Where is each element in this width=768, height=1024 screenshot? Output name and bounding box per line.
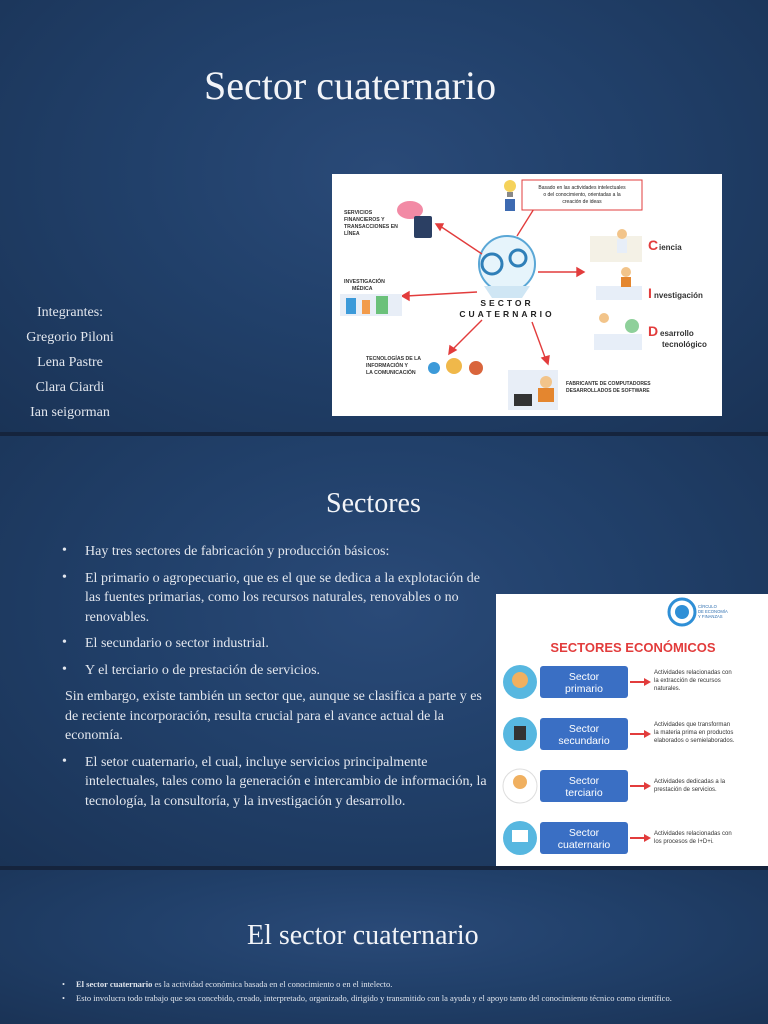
center-label-1: SECTOR	[480, 298, 533, 308]
sectores-bullets: Hay tres sectores de fabricación y produ…	[60, 541, 492, 818]
bottom-right-label: FABRICANTE DE COMPUTADORES	[566, 381, 651, 387]
sectores-economicos-image: CÍRCULO DE ECONOMÍA Y FINANZAS SECTORES …	[496, 594, 768, 866]
slide-2-title: Sectores	[326, 488, 421, 519]
sector-desc: Actividades relacionadas con	[654, 670, 732, 676]
sector-desc: la extracción de recursos	[654, 678, 721, 684]
left-label: LA COMUNICACIÓN	[366, 368, 416, 376]
cid-letter: C	[648, 237, 658, 253]
sector-desc: prestación de servicios.	[654, 787, 717, 793]
left-label: SERVICIOS	[344, 210, 373, 216]
bottom-right-label: DESARROLLADOS DE SOFTWARE	[566, 388, 650, 394]
bullet-item: Hay tres sectores de fabricación y produ…	[60, 541, 492, 562]
sector-row-cuaternario: Sector cuaternario Actividades relaciona…	[503, 821, 732, 855]
sector-label: Sector	[569, 775, 600, 787]
cid-letter: D	[648, 323, 658, 339]
medical-research-icon	[340, 294, 402, 316]
cid-letter: I	[648, 285, 652, 301]
left-label: INFORMACIÓN Y	[366, 361, 409, 369]
bullet-item: El setor cuaternario, el cual, incluye s…	[60, 752, 492, 812]
sector-label: terciario	[565, 787, 603, 799]
sectores-heading: SECTORES ECONÓMICOS	[550, 640, 716, 655]
top-box-line: creación de ideas	[562, 199, 602, 205]
left-label: INVESTIGACIÓN	[344, 277, 385, 285]
slide-separator	[0, 432, 768, 436]
sector-label: secundario	[558, 735, 610, 747]
slide-2: Sectores Hay tres sectores de fabricació…	[0, 436, 768, 866]
member-name: Ian seigorman	[30, 405, 110, 420]
brand-text: CÍRCULO	[698, 604, 718, 609]
cid-word: nvestigación	[654, 291, 703, 300]
sector-label: Sector	[569, 671, 600, 683]
computer-engineer-icon	[508, 370, 558, 410]
member-name: Clara Ciardi	[35, 380, 105, 395]
bold-term: El sector cuaternario	[76, 979, 153, 989]
brain-gear-icon	[478, 235, 536, 298]
technology-icons	[428, 358, 483, 375]
brand-text: Y FINANZAS	[698, 614, 723, 619]
paragraph: Sin embargo, existe también un sector qu…	[65, 689, 482, 743]
sector-desc: Actividades dedicadas a la	[654, 779, 726, 785]
cid-column	[590, 229, 642, 350]
slide-separator	[0, 866, 768, 870]
left-label: FINANCIEROS Y	[344, 217, 385, 223]
sector-row-primario: Sector primario Actividades relacionadas…	[503, 665, 732, 699]
bullet-item: El secundario o sector industrial.	[60, 633, 492, 654]
brand-text: DE ECONOMÍA	[698, 609, 728, 614]
top-box-line: Basado en las actividades intelectuales	[538, 185, 626, 191]
slide-3-body: El sector cuaternario es la actividad ec…	[62, 978, 722, 1006]
sector-desc: elaborados o semielaborados.	[654, 738, 735, 744]
sector-label: Sector	[569, 723, 600, 735]
left-label: TRANSACCIONES EN	[344, 224, 398, 230]
slide-1-title: Sector cuaternario	[204, 63, 497, 108]
bullet-text: es la actividad económica basada en el c…	[152, 979, 393, 989]
cid-word: iencia	[659, 243, 682, 252]
member-name: Lena Pastre	[37, 355, 103, 370]
quaternary-sector-infographic: SECTOR CUATERNARIO Basado en las activid…	[332, 174, 722, 416]
bullet-item: Esto involucra todo trabajo que sea conc…	[62, 992, 722, 1004]
sector-label: cuaternario	[558, 839, 611, 851]
center-label-2: CUATERNARIO	[459, 309, 554, 319]
left-label: MÉDICA	[352, 284, 373, 292]
bullet-item: Y el terciario o de prestación de servic…	[60, 660, 492, 681]
sector-label: Sector	[569, 827, 600, 839]
sector-row-terciario: Sector terciario Actividades dedicadas a…	[502, 768, 726, 804]
sector-desc: naturales.	[654, 686, 681, 692]
cid-word: tecnológico	[662, 340, 707, 349]
sector-row-secundario: Sector secundario Actividades que transf…	[503, 717, 735, 751]
left-label: TECNOLOGÍAS DE LA	[366, 354, 421, 362]
left-label: LÍNEA	[344, 229, 360, 237]
bullet-item: El sector cuaternario es la actividad ec…	[62, 978, 722, 990]
sector-desc: Actividades relacionadas con	[654, 831, 732, 837]
cid-word: esarrollo	[660, 329, 694, 338]
lightbulb-icon	[504, 180, 516, 211]
slide-3: El sector cuaternario El sector cuaterna…	[0, 870, 768, 1024]
bullet-item: El primario o agropecuario, que es el qu…	[60, 568, 492, 628]
slide-3-title: El sector cuaternario	[247, 920, 479, 951]
members-label: Integrantes:	[36, 305, 104, 320]
sector-desc: Actividades que transforman	[654, 722, 730, 728]
sector-desc: los procesos de I+D+i.	[654, 839, 714, 845]
top-box-line: o del conocimiento, orientadas a la	[543, 192, 620, 198]
member-name: Gregorio Piloni	[26, 330, 114, 345]
piggy-bank-icon	[397, 201, 432, 238]
brand-logo-icon	[667, 597, 697, 627]
slide-1: Sector cuaternario Integrantes: Gregorio…	[0, 0, 768, 432]
sector-label: primario	[565, 683, 603, 695]
members-list: Integrantes: Gregorio Piloni Lena Pastre…	[14, 300, 126, 425]
sector-desc: la materia prima en productos	[654, 730, 733, 736]
